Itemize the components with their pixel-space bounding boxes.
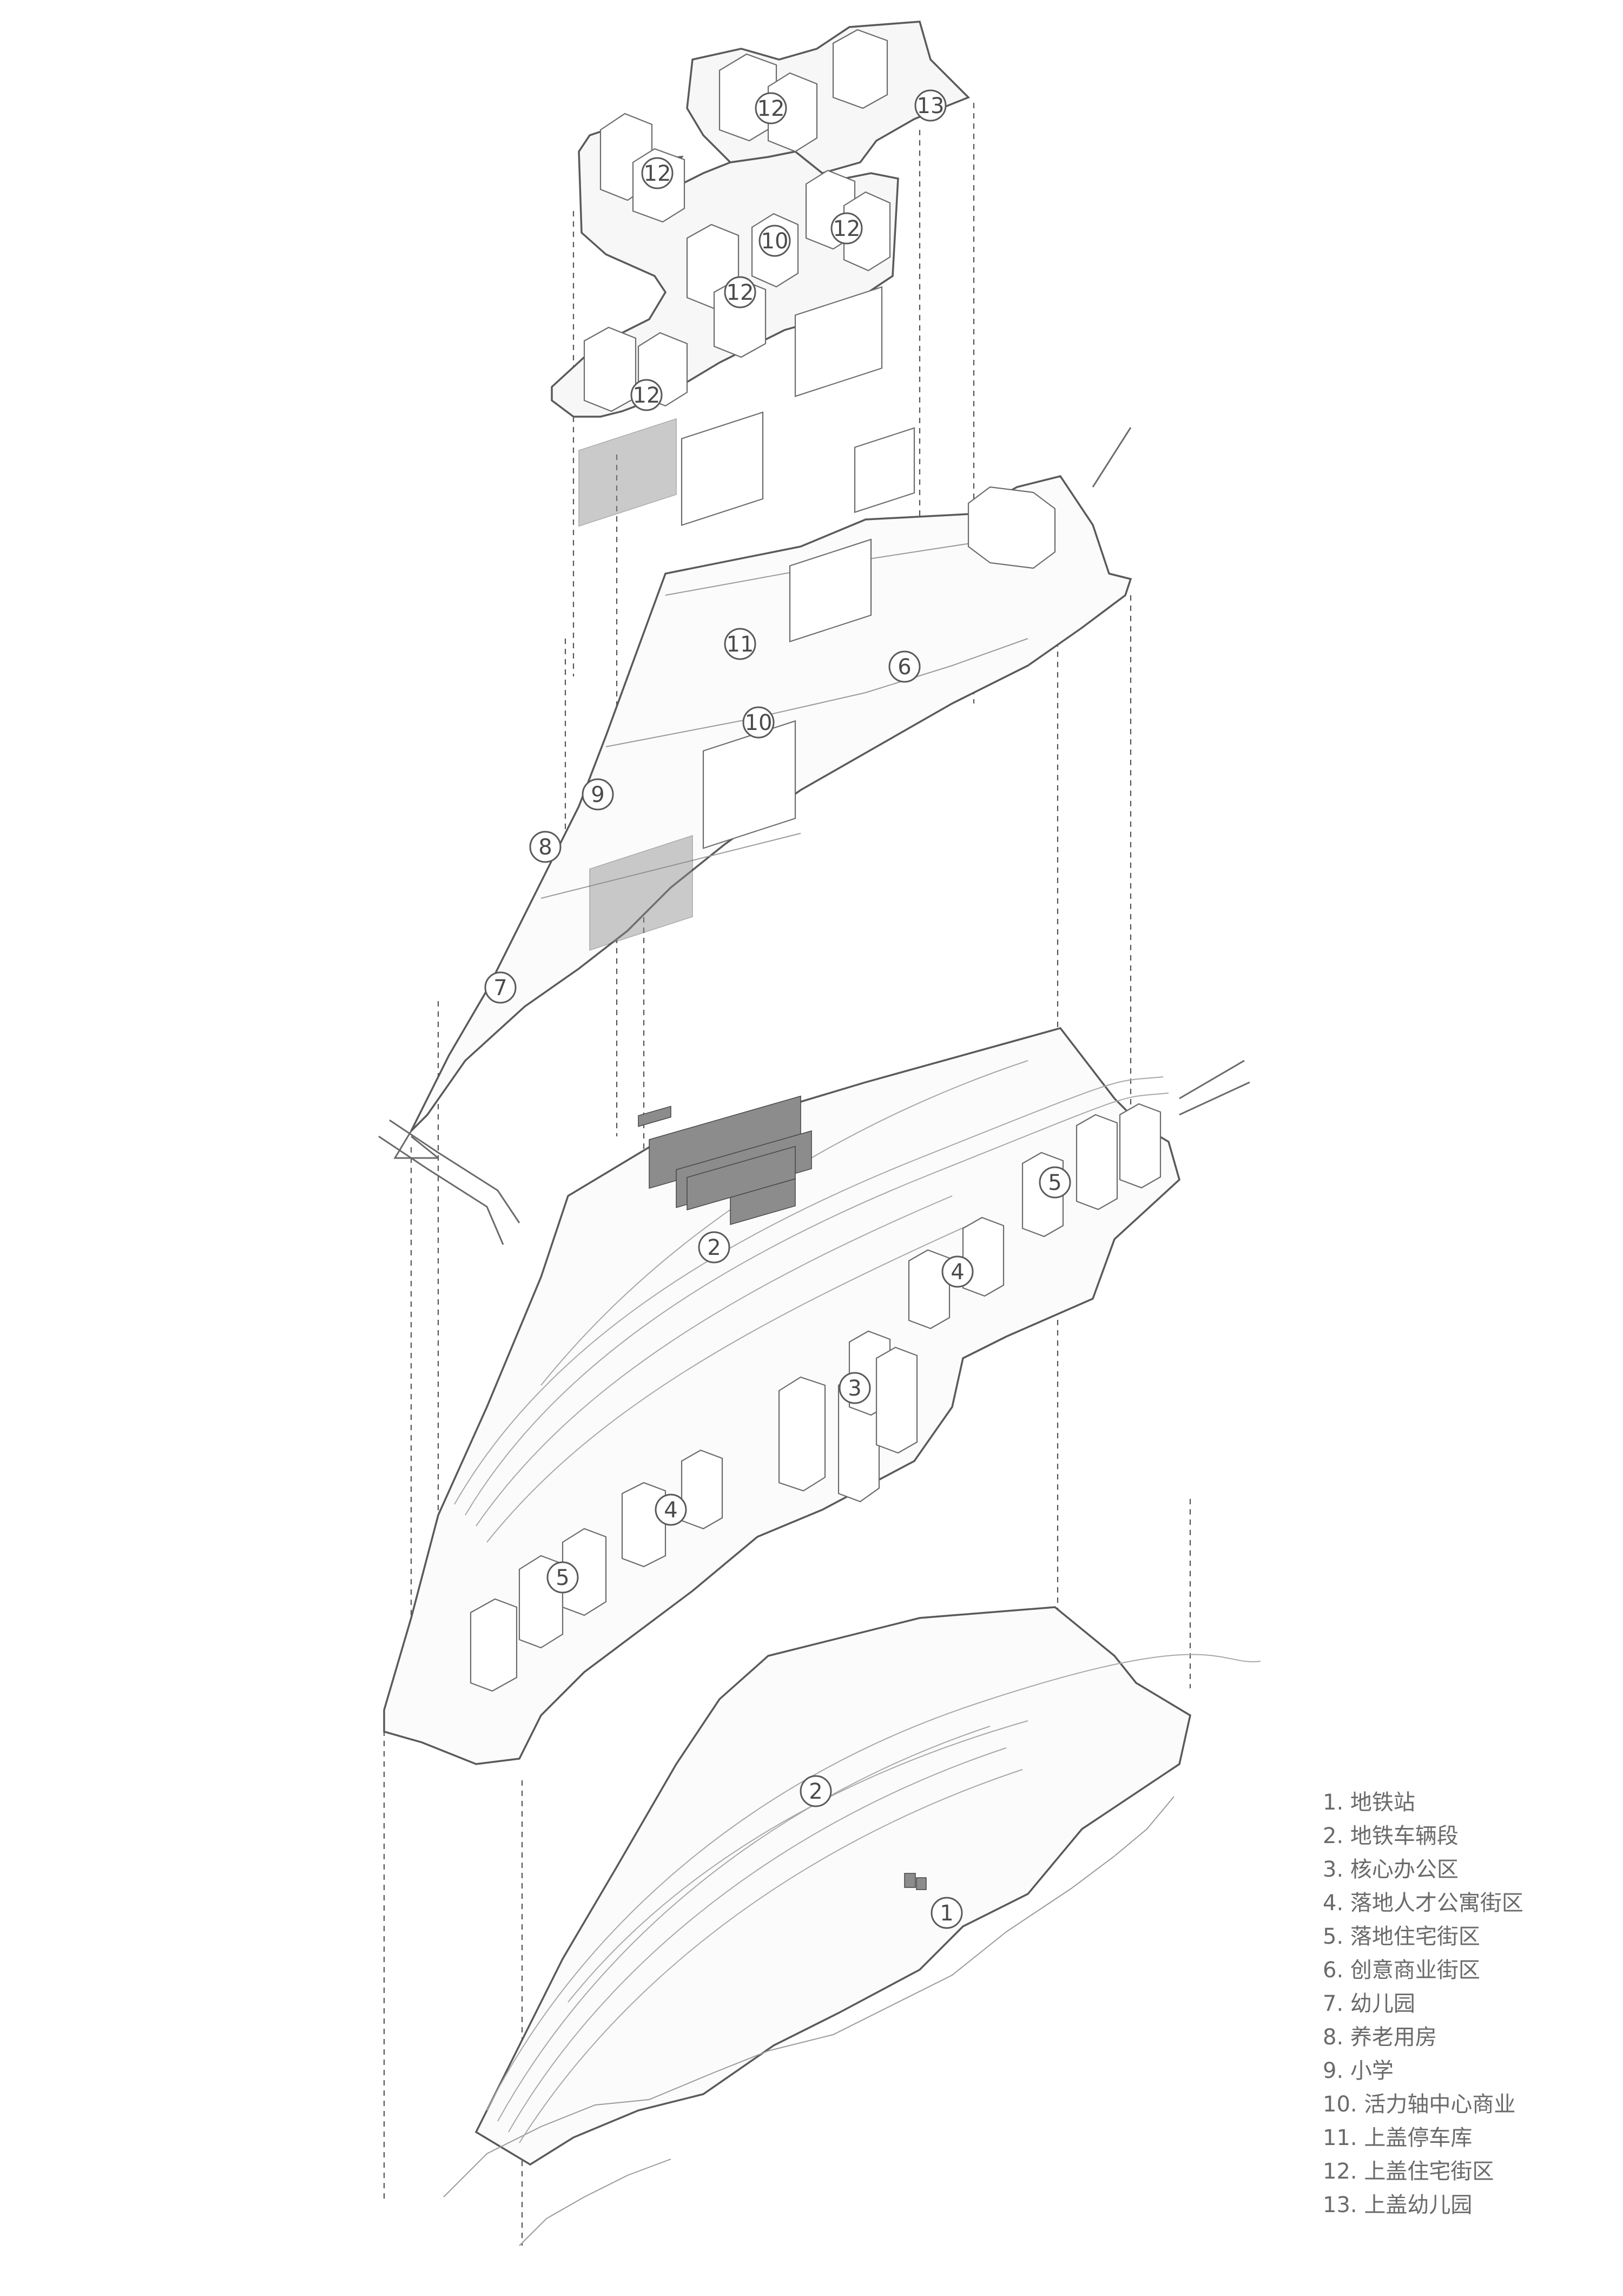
podium-parking-grid — [578, 286, 915, 951]
marker-12-c: 12 — [830, 212, 863, 245]
depot-tracks — [486, 1654, 1261, 2143]
svg-text:5: 5 — [556, 1565, 569, 1590]
svg-text:12: 12 — [644, 161, 671, 186]
marker-12-e: 12 — [630, 379, 663, 411]
svg-text:13: 13 — [917, 94, 945, 119]
marker-5-b: 5 — [546, 1561, 579, 1594]
office-towers — [778, 1330, 918, 1503]
svg-text:2: 2 — [809, 1779, 822, 1804]
marker-4-a: 4 — [941, 1255, 974, 1288]
marker-5-a: 5 — [1039, 1166, 1071, 1199]
legend-item: 3. 核心办公区 — [1323, 1857, 1459, 1882]
marker-2-b: 2 — [800, 1775, 832, 1807]
legend-item: 4. 落地人才公寓街区 — [1323, 1891, 1523, 1916]
legend-item: 1. 地铁站 — [1323, 1790, 1415, 1815]
layer-podium-deck: 11 6 10 9 8 7 — [393, 286, 1132, 1159]
legend: 1. 地铁站 2. 地铁车辆段 3. 核心办公区 4. 落地人才公寓街区 5. … — [1323, 1786, 1523, 2222]
svg-text:9: 9 — [591, 782, 604, 807]
layer-ground-development: 2 5 4 3 4 5 — [378, 1027, 1250, 1765]
svg-text:5: 5 — [1048, 1170, 1061, 1195]
marker-6: 6 — [888, 650, 921, 683]
marker-7: 7 — [484, 971, 517, 1004]
marker-3: 3 — [839, 1372, 871, 1404]
legend-item: 8. 养老用房 — [1323, 2025, 1437, 2050]
marker-10-a: 10 — [758, 225, 791, 257]
svg-text:12: 12 — [633, 383, 661, 408]
legend-item: 2. 地铁车辆段 — [1323, 1824, 1459, 1848]
depot-train-clusters — [638, 1095, 812, 1225]
marker-12-b: 12 — [755, 92, 787, 124]
marker-11: 11 — [724, 628, 756, 660]
legend-item: 7. 幼儿园 — [1323, 1991, 1415, 2016]
svg-text:11: 11 — [727, 632, 754, 657]
legend-item: 11. 上盖停车库 — [1323, 2126, 1473, 2150]
marker-2-a: 2 — [698, 1231, 730, 1264]
legend-item: 9. 小学 — [1323, 2058, 1394, 2083]
legend-item: 13. 上盖幼儿园 — [1323, 2193, 1473, 2218]
svg-text:6: 6 — [898, 655, 911, 680]
marker-12-d: 12 — [724, 276, 756, 308]
svg-text:3: 3 — [848, 1376, 861, 1401]
svg-text:4: 4 — [951, 1260, 964, 1285]
marker-8: 8 — [529, 831, 562, 863]
svg-text:12: 12 — [757, 96, 785, 121]
svg-text:2: 2 — [707, 1235, 721, 1260]
svg-text:10: 10 — [761, 229, 789, 254]
marker-1: 1 — [931, 1897, 963, 1929]
marker-4-b: 4 — [655, 1494, 687, 1526]
ground-tracks — [454, 1060, 1169, 1543]
svg-text:12: 12 — [833, 216, 861, 241]
svg-text:10: 10 — [745, 710, 773, 735]
layer-metro-depot: 2 1 — [443, 1606, 1261, 2246]
marker-13: 13 — [914, 89, 947, 122]
legend-item: 5. 落地住宅街区 — [1323, 1924, 1480, 1949]
marker-10-b: 10 — [742, 706, 775, 739]
layer-podium-residential: 12 12 13 10 12 12 12 — [551, 21, 971, 418]
svg-text:4: 4 — [664, 1498, 677, 1523]
svg-text:8: 8 — [538, 835, 552, 860]
svg-text:7: 7 — [493, 976, 507, 1001]
legend-item: 10. 活力轴中心商业 — [1323, 2092, 1516, 2117]
svg-text:1: 1 — [940, 1901, 953, 1926]
legend-item: 12. 上盖住宅街区 — [1323, 2159, 1494, 2184]
marker-12-a: 12 — [641, 157, 674, 189]
legend-item: 6. 创意商业街区 — [1323, 1958, 1480, 1983]
svg-text:12: 12 — [727, 280, 754, 305]
station-buildings — [904, 1873, 927, 1890]
marker-9: 9 — [582, 778, 614, 811]
